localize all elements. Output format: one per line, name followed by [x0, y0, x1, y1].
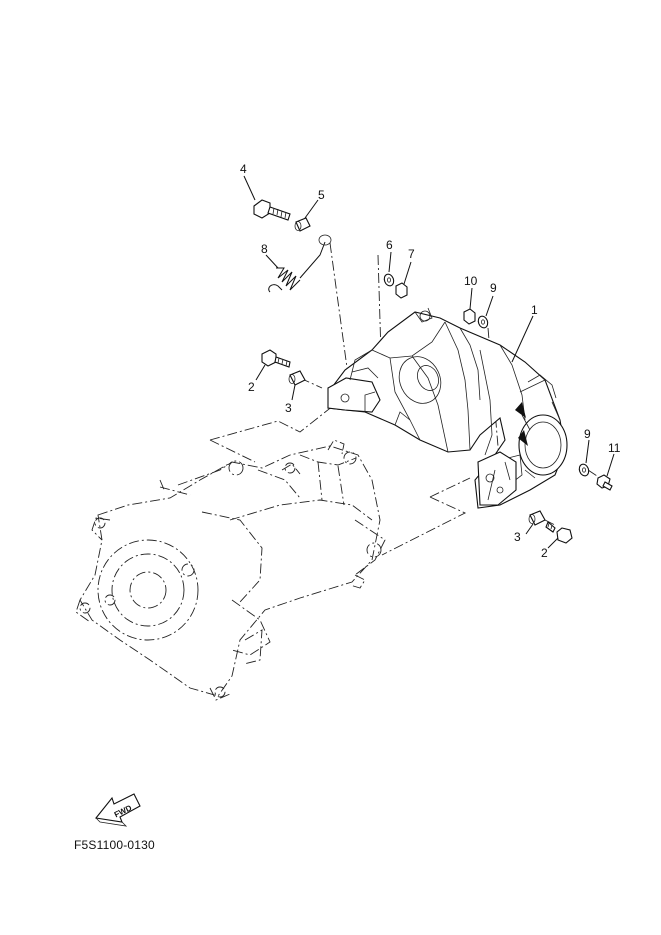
callout-6: 6: [386, 238, 393, 252]
fwd-arrow-icon: FWD: [94, 793, 141, 827]
callout-10: 10: [464, 274, 478, 288]
part-8-spring: [265, 234, 332, 293]
callout-3-left: 3: [285, 401, 292, 415]
callout-5: 5: [318, 188, 325, 202]
part-1-housing: [327, 307, 568, 509]
callout-1: 1: [531, 303, 538, 317]
part-3-collar-right: [525, 510, 546, 535]
jet-pump-assembly-outline: [75, 439, 386, 701]
part-5-collar: [294, 199, 319, 232]
callout-4: 4: [240, 162, 247, 176]
part-9-washer-lower: [578, 439, 590, 477]
callout-9-lower: 9: [584, 427, 591, 441]
callout-11: 11: [608, 441, 621, 455]
part-4-bolt: [243, 175, 291, 221]
part-6-washer: [383, 251, 395, 287]
part-2-bolt-right: [545, 521, 573, 549]
part-1-leader: [511, 315, 534, 363]
callout-2-left: 2: [248, 380, 255, 394]
part-3-collar-left: [288, 370, 306, 401]
part-2-bolt-left: [255, 349, 291, 381]
part-10-nut: [463, 287, 476, 325]
callout-2-right: 2: [541, 546, 548, 560]
callout-7: 7: [408, 247, 415, 261]
callout-3-right: 3: [514, 530, 521, 544]
part-11-bolt: [596, 453, 615, 491]
part-7-nut: [395, 261, 412, 299]
part-9-washer-upper: [477, 295, 494, 329]
callout-labels: 4 5 8 6 7 10 9 1 2 3 9 11 3 2: [240, 162, 621, 560]
diagram-code: F5S1100-0130: [74, 838, 155, 852]
callout-9-upper: 9: [490, 281, 497, 295]
callout-8: 8: [261, 242, 268, 256]
